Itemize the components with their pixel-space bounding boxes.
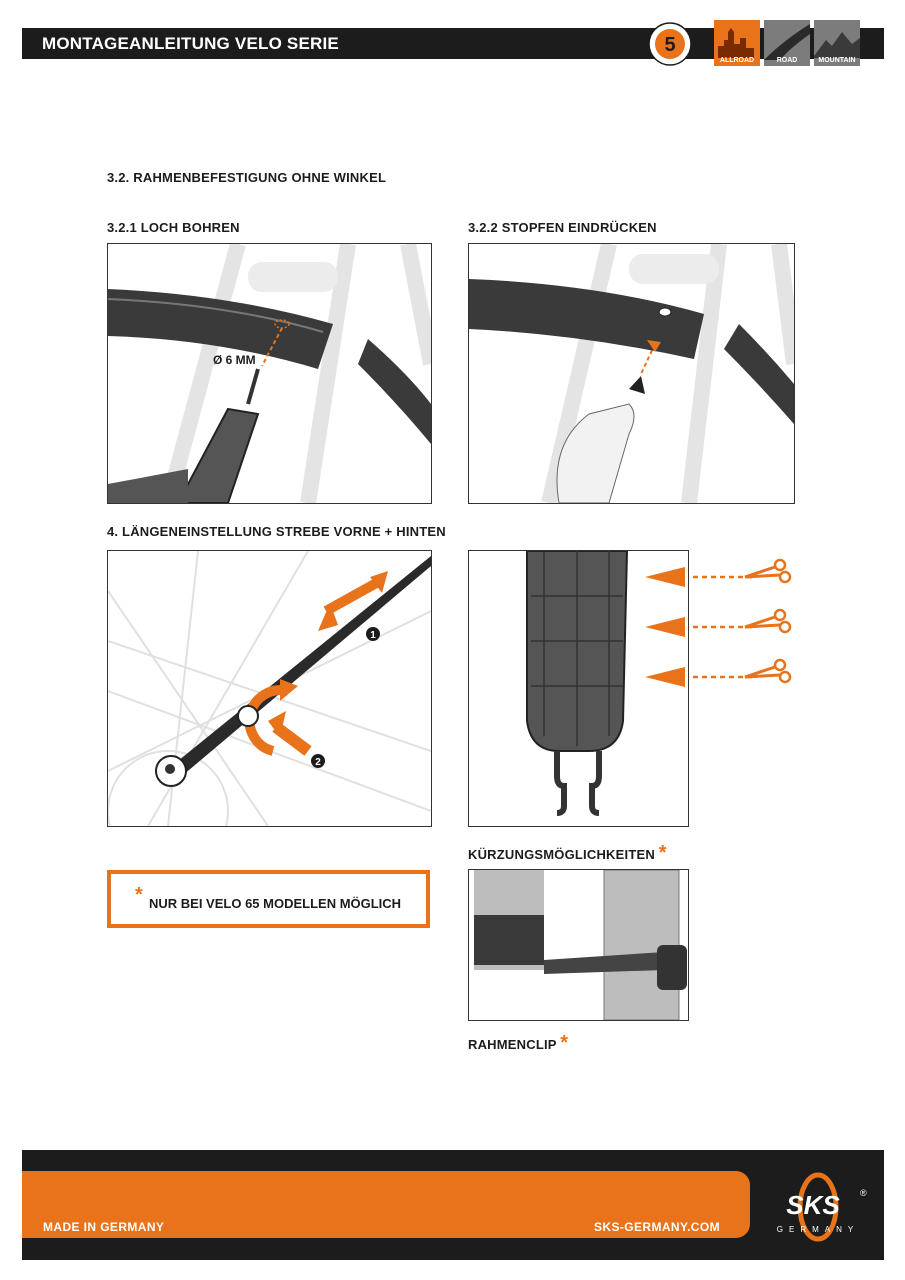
category-label: ALLROAD [719,57,755,64]
scissors-icon [744,558,792,584]
warranty-years: 5 [664,34,675,56]
models-note-text: NUR BEI VELO 65 MODELLEN MÖGLICH [149,896,402,911]
sks-logo: SKS ® GERMANY [768,1172,868,1242]
category-allroad: ALLROAD [714,20,760,66]
insert-plug-illustration [468,243,795,504]
step1-title: 3.2.1 LOCH BOHREN [107,220,240,235]
asterisk-icon: * [560,1032,569,1054]
cut-markers [645,555,795,695]
svg-text:SKS: SKS [786,1190,840,1220]
drill-hole-illustration: Ø 6 MM [107,243,432,504]
asterisk-icon: * [658,842,667,864]
svg-text:®: ® [860,1188,867,1198]
category-label: ROAD [776,57,798,64]
drill-diameter-label: Ø 6 MM [213,353,256,367]
strut-adjustment-illustration: 1 2 [107,550,432,827]
models-note-box: * NUR BEI VELO 65 MODELLEN MÖGLICH [107,870,430,928]
category-label: MOUNTAIN [818,57,856,64]
website-link[interactable]: SKS-GERMANY.COM [594,1220,721,1234]
section4-title: 4. LÄNGENEINSTELLUNG STREBE VORNE + HINT… [107,524,446,539]
shortening-caption: KÜRZUNGSMÖGLICHKEITEN * [468,842,667,864]
made-in-germany: MADE IN GERMANY [43,1220,165,1234]
category-road: ROAD [764,20,810,66]
document-title: MONTAGEANLEITUNG VELO SERIE [42,34,339,53]
mountain-icon [814,32,860,58]
step2-title: 3.2.2 STOPFEN EINDRÜCKEN [468,220,657,235]
footer-stripe [22,1171,750,1238]
fender-shortening-illustration [468,550,689,827]
frameclip-caption: RAHMENCLIP * [468,1032,569,1054]
road-icon [764,24,810,60]
svg-text:GERMANY: GERMANY [777,1225,859,1234]
warranty-badge: 5 [648,22,692,66]
marker-2: 2 [315,757,321,768]
marker-1: 1 [370,630,376,641]
frameclip-illustration [468,869,689,1021]
category-mountain: MOUNTAIN [814,20,860,66]
cut-marker [645,558,792,587]
city-icon [718,28,754,58]
section-title: 3.2. RAHMENBEFESTIGUNG OHNE WINKEL [107,170,387,185]
asterisk-icon: * [135,884,143,906]
